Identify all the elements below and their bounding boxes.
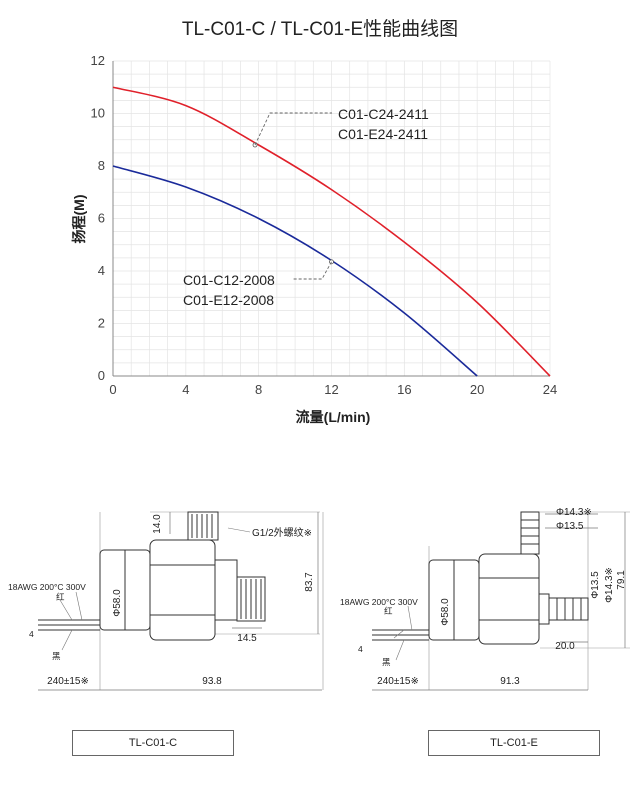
dim-dia58-e: Φ58.0: [440, 598, 451, 626]
series-line-24: [112, 86, 551, 377]
x-tick-label: 24: [543, 382, 557, 397]
x-tick-label: 8: [255, 382, 262, 397]
grid: [112, 60, 551, 377]
wire-black: 黑: [52, 651, 61, 661]
dim-cable-e: 240±15※: [377, 676, 419, 687]
annotation-label: C01-E24-2411: [338, 126, 428, 142]
y-tick-label: 6: [98, 211, 105, 226]
dim-14: 14.0: [152, 514, 163, 534]
dim-20: 20.0: [555, 641, 575, 652]
caption-tl-c01-e: TL-C01-E: [428, 730, 600, 756]
y-axis-label: 扬程(M): [71, 195, 87, 244]
dim-cable: 240±15※: [47, 676, 89, 687]
dim-phi14-3-side: Φ14.3※: [604, 567, 615, 603]
dim-93-8: 93.8: [202, 676, 222, 687]
x-axis-label: 流量(L/min): [296, 409, 371, 425]
wire-red-e: 红: [384, 606, 393, 616]
x-tick-label: 4: [182, 382, 189, 397]
wire-black-e: 黑: [382, 657, 391, 667]
series-line-12: [112, 165, 478, 377]
dim-phi14-3-top: Φ14.3※: [556, 507, 592, 518]
x-tick-label: 20: [470, 382, 484, 397]
annotation-label: C01-E12-2008: [183, 292, 274, 308]
dim-4: 4: [29, 629, 34, 639]
chart-title: TL-C01-C / TL-C01-E性能曲线图: [181, 19, 459, 40]
y-tick-label: 10: [91, 106, 105, 121]
annotation-label: C01-C12-2008: [183, 272, 275, 288]
series-lines: [112, 86, 551, 377]
wire-red: 红: [56, 592, 65, 602]
x-tick-label: 0: [109, 382, 116, 397]
x-tick-label: 12: [324, 382, 338, 397]
dim-79-1: 79.1: [616, 570, 627, 590]
dim-14-5: 14.5: [237, 633, 257, 644]
annotations: C01-C24-2411C01-E24-2411C01-C12-2008C01-…: [183, 106, 429, 308]
cable-spec-e: 18AWG 200°C 300V: [340, 597, 418, 607]
dim-phi13-5-side: Φ13.5: [590, 571, 601, 599]
dim-91-3: 91.3: [500, 676, 520, 687]
annotation-leader: [292, 261, 332, 280]
y-tick-label: 12: [91, 53, 105, 68]
dim-phi13-5-top: Φ13.5: [556, 521, 584, 532]
cable-spec: 18AWG 200°C 300V: [8, 582, 86, 592]
y-tick-label: 8: [98, 158, 105, 173]
x-tick-label: 16: [397, 382, 411, 397]
dim-thread: G1/2外螺纹※: [252, 526, 312, 539]
caption-tl-c01-c: TL-C01-C: [72, 730, 234, 756]
annotation-label: C01-C24-2411: [338, 106, 429, 122]
y-tick-label: 2: [98, 316, 105, 331]
dim-4-e: 4: [358, 644, 363, 654]
dim-dia58: Φ58.0: [112, 589, 123, 617]
y-tick-label: 0: [98, 368, 105, 383]
annotation-leader: [254, 112, 332, 146]
dim-83-7: 83.7: [304, 572, 315, 592]
y-tick-label: 4: [98, 263, 105, 278]
